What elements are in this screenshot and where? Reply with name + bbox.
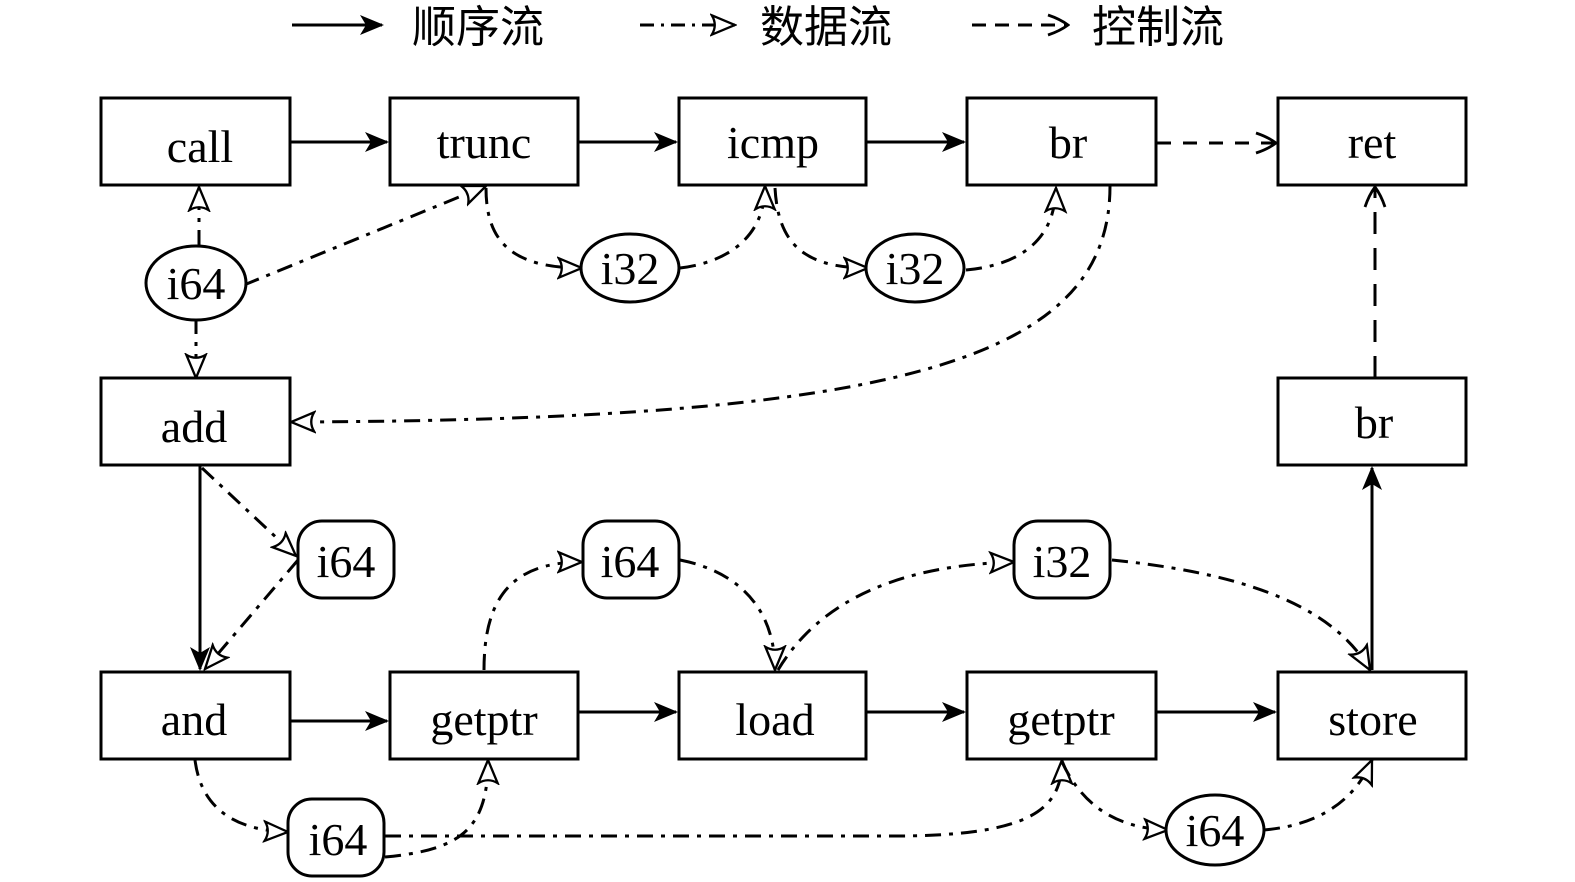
edge-i32-icmp [679, 186, 765, 270]
legend: 顺序流 数据流 控制流 [292, 2, 1224, 53]
node-and[interactable]: and [99, 670, 292, 761]
value-i32-rounded[interactable]: i32 [1012, 519, 1112, 600]
edge-and-i64 [193, 759, 288, 832]
edge-i64-getptr [384, 760, 488, 859]
svg-text:store: store [1328, 694, 1417, 745]
svg-text:getptr: getptr [430, 694, 537, 745]
edge-trunc-i32 [484, 187, 582, 268]
svg-text:i64: i64 [601, 536, 660, 587]
legend-item-sequential-flow: 顺序流 [292, 2, 544, 53]
svg-text:load: load [735, 694, 814, 745]
edge-i64-store [1263, 760, 1374, 832]
value-i64-ellipse-2[interactable]: i64 [1164, 793, 1266, 867]
node-trunc[interactable]: trunc [388, 96, 580, 187]
node-getptr-1[interactable]: getptr [388, 670, 580, 761]
edge-i64-load [679, 558, 775, 670]
svg-text:i32: i32 [886, 243, 945, 294]
svg-text:i64: i64 [167, 258, 226, 309]
value-i64-ellipse[interactable]: i64 [144, 244, 248, 322]
node-getptr-2[interactable]: getptr [965, 670, 1158, 761]
edge-icmp-i32 [773, 187, 868, 268]
edge-getptr-i64 [482, 562, 582, 671]
svg-text:call: call [167, 121, 233, 172]
legend-item-data-flow: 数据流 [640, 2, 892, 53]
svg-text:trunc: trunc [437, 117, 532, 168]
svg-text:i32: i32 [601, 243, 660, 294]
node-add[interactable]: add [99, 376, 292, 467]
value-i64-rounded-1[interactable]: i64 [296, 519, 396, 600]
edge-br-add [291, 185, 1112, 422]
edges-data [193, 184, 1374, 859]
svg-text:br: br [1049, 117, 1087, 168]
edge-i64-getptr2 [385, 760, 1062, 838]
edge-i64-trunc [243, 184, 486, 287]
legend-item-control-flow: 控制流 [972, 2, 1224, 53]
value-i64-rounded-3[interactable]: i64 [286, 797, 386, 878]
node-br-top[interactable]: br [965, 96, 1158, 187]
svg-text:i64: i64 [1186, 805, 1245, 856]
node-load[interactable]: load [677, 670, 868, 761]
svg-text:br: br [1355, 397, 1393, 448]
edge-load-i32 [776, 562, 1014, 671]
value-nodes: i64 i32 i32 i64 i64 i32 i64 i64 [144, 232, 1266, 878]
edges-sequential [190, 132, 1382, 731]
svg-text:i64: i64 [317, 536, 376, 587]
edges-control [1157, 143, 1375, 378]
edge-i64-and [205, 559, 300, 669]
node-ret[interactable]: ret [1276, 96, 1468, 187]
node-br-right[interactable]: br [1276, 376, 1468, 467]
value-i32-ellipse-2[interactable]: i32 [864, 232, 966, 304]
svg-text:i32: i32 [1033, 536, 1092, 587]
edge-add-i64 [200, 466, 296, 556]
edge-getptr2-i64 [1060, 761, 1168, 830]
edge-i32-store [1111, 558, 1370, 670]
svg-text:i64: i64 [309, 814, 368, 865]
edge-i32-br [965, 188, 1056, 272]
svg-text:and: and [161, 694, 227, 745]
svg-text:add: add [161, 401, 227, 452]
legend-label: 控制流 [1092, 2, 1224, 53]
legend-label: 顺序流 [412, 2, 544, 53]
value-i32-ellipse-1[interactable]: i32 [579, 232, 681, 304]
instruction-nodes: call trunc icmp br ret add br and [99, 96, 1468, 761]
svg-text:getptr: getptr [1007, 694, 1114, 745]
svg-text:ret: ret [1348, 117, 1397, 168]
node-icmp[interactable]: icmp [677, 96, 868, 187]
node-store[interactable]: store [1276, 670, 1468, 761]
legend-label: 数据流 [760, 2, 892, 53]
svg-text:icmp: icmp [727, 117, 819, 168]
node-call[interactable]: call [99, 96, 292, 187]
value-i64-rounded-2[interactable]: i64 [581, 519, 681, 600]
